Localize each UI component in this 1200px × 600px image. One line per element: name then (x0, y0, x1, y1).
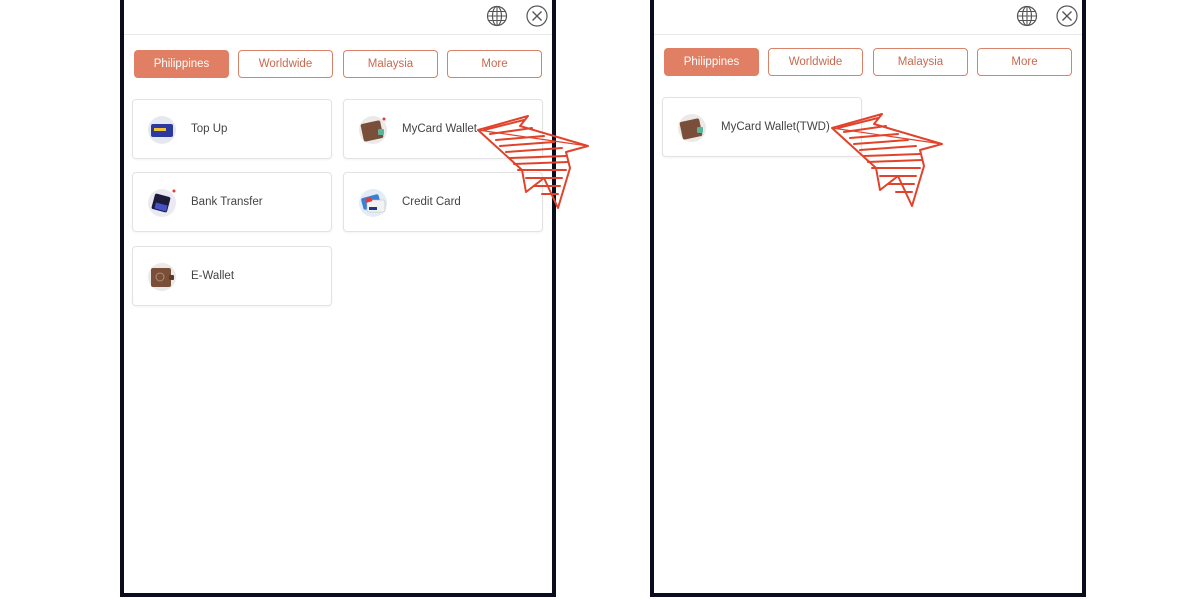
tab-worldwide[interactable]: Worldwide (768, 48, 863, 76)
e-wallet-icon (148, 263, 176, 291)
tab-worldwide[interactable]: Worldwide (238, 50, 333, 78)
tab-more[interactable]: More (447, 50, 542, 78)
method-mycard-wallet-twd[interactable]: MyCard Wallet(TWD) (662, 97, 862, 157)
method-top-up[interactable]: Top Up (132, 99, 332, 159)
payment-panel-left: Philippines Worldwide Malaysia More Top … (120, 0, 556, 597)
method-mycard-wallet[interactable]: MyCard Wallet (343, 99, 543, 159)
globe-icon[interactable] (1016, 5, 1038, 27)
globe-icon[interactable] (486, 5, 508, 27)
payment-panel-right: Philippines Worldwide Malaysia More MyCa… (650, 0, 1086, 597)
tab-malaysia[interactable]: Malaysia (873, 48, 968, 76)
method-label: MyCard Wallet(TWD) (721, 121, 830, 133)
method-e-wallet[interactable]: E-Wallet (132, 246, 332, 306)
close-icon[interactable] (1056, 5, 1078, 27)
tab-more[interactable]: More (977, 48, 1072, 76)
top-bar (124, 0, 552, 35)
tab-malaysia[interactable]: Malaysia (343, 50, 438, 78)
top-bar (654, 0, 1082, 35)
mycard-wallet-icon (359, 116, 387, 144)
tab-philippines[interactable]: Philippines (134, 50, 229, 78)
method-label: Top Up (191, 123, 228, 135)
method-label: E-Wallet (191, 270, 235, 282)
credit-card-icon (359, 189, 387, 217)
method-credit-card[interactable]: Credit Card (343, 172, 543, 232)
close-icon[interactable] (526, 5, 548, 27)
tab-philippines[interactable]: Philippines (664, 48, 759, 76)
method-label: Bank Transfer (191, 196, 263, 208)
method-bank-transfer[interactable]: Bank Transfer (132, 172, 332, 232)
method-label: Credit Card (402, 196, 461, 208)
mycard-wallet-icon (678, 114, 706, 142)
method-label: MyCard Wallet (402, 123, 477, 135)
topup-card-icon (148, 116, 176, 144)
bank-transfer-icon (148, 189, 176, 217)
